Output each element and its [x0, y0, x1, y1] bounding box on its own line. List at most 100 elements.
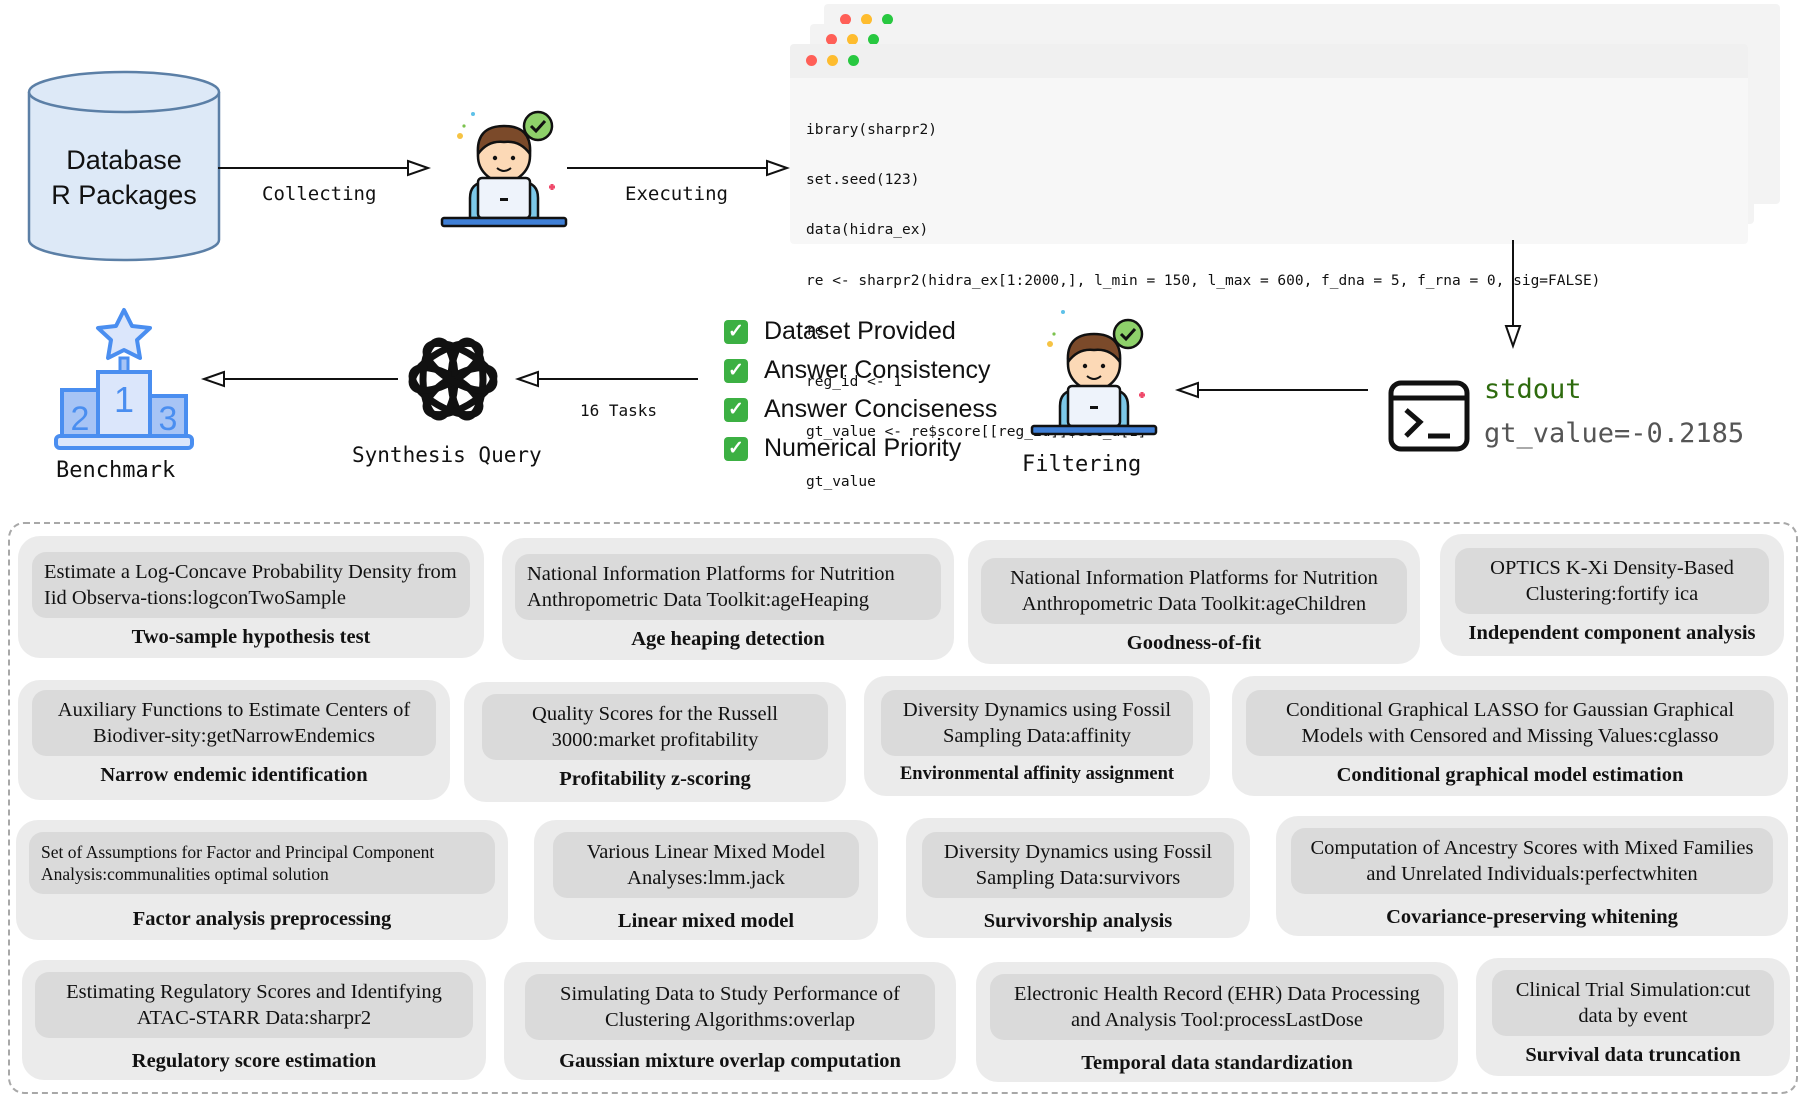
task-name: Temporal data standardization	[1081, 1052, 1353, 1074]
stdout-value: gt_value=-0.2185	[1484, 418, 1745, 449]
task-name: Gaussian mixture overlap computation	[559, 1050, 901, 1072]
package-name: Estimate a Log-Concave Probability Densi…	[32, 552, 470, 618]
criteria-checklist: ✓ Dataset Provided ✓ Answer Consistency ✓ A…	[724, 312, 997, 468]
person-at-laptop-icon	[1030, 310, 1158, 436]
package-name: Electronic Health Record (EHR) Data Proc…	[990, 974, 1444, 1040]
task-card: OPTICS K-Xi Density-Based Clustering:for…	[1440, 534, 1784, 656]
checkmark-icon: ✓	[724, 397, 748, 422]
code-line: ibrary(sharpr2)	[806, 121, 937, 138]
task-name: Factor analysis preprocessing	[132, 908, 392, 930]
code-window: ibrary(sharpr2) set.seed(123) data(hidra…	[790, 44, 1748, 490]
minimize-dot	[827, 55, 838, 66]
criteria-label: Numerical Priority	[764, 434, 962, 462]
task-card: Diversity Dynamics using Fossil Sampling…	[906, 818, 1250, 938]
benchmark-arrow	[222, 378, 398, 380]
podium-rank-2: 2	[71, 400, 90, 438]
task-name: Environmental affinity assignment	[899, 764, 1175, 784]
executing-label: Executing	[625, 183, 728, 205]
podium-rank-3: 3	[159, 400, 178, 438]
checkmark-icon: ✓	[724, 319, 748, 344]
task-card: Set of Assumptions for Factor and Princi…	[16, 820, 508, 940]
package-name: Simulating Data to Study Performance of …	[525, 974, 935, 1040]
arrowhead-right-icon	[766, 159, 791, 177]
task-card: National Information Platforms for Nutri…	[968, 540, 1420, 664]
task-card: Estimating Regulatory Scores and Identif…	[22, 960, 486, 1080]
minimize-dot	[847, 34, 858, 45]
criteria-item: ✓ Answer Consistency	[724, 351, 997, 390]
criteria-label: Dataset Provided	[764, 317, 956, 345]
code-line: reg_id <- 1	[806, 373, 903, 390]
minimize-dot	[861, 14, 872, 25]
task-card: Estimate a Log-Concave Probability Densi…	[18, 536, 484, 658]
task-name: Narrow endemic identification	[100, 764, 368, 786]
task-name: Regulatory score estimation	[131, 1050, 377, 1072]
executing-arrow	[567, 167, 767, 169]
arrowhead-left-icon	[200, 370, 225, 388]
database-label-line2: R Packages	[51, 180, 197, 210]
maximize-dot	[882, 14, 893, 25]
task-card: Diversity Dynamics using Fossil Sampling…	[864, 676, 1210, 796]
close-dot	[806, 55, 817, 66]
task-card: Quality Scores for the Russell 3000:mark…	[464, 682, 846, 802]
task-card: National Information Platforms for Nutri…	[502, 538, 954, 660]
database-cylinder-icon	[27, 70, 221, 262]
criteria-label: Answer Consistency	[764, 356, 991, 384]
criteria-item: ✓ Numerical Priority	[724, 429, 997, 468]
maximize-dot	[848, 55, 859, 66]
task-card: Simulating Data to Study Performance of …	[504, 962, 956, 1080]
llm-logo-icon	[408, 337, 498, 421]
task-card: Electronic Health Record (EHR) Data Proc…	[976, 962, 1458, 1082]
task-card: Various Linear Mixed Model Analyses:lmm.…	[534, 820, 878, 940]
package-name: OPTICS K-Xi Density-Based Clustering:for…	[1455, 548, 1769, 614]
criteria-label: Answer Conciseness	[764, 395, 998, 423]
collecting-label: Collecting	[262, 183, 377, 205]
output-arrow	[1512, 240, 1514, 326]
task-card: Computation of Ancestry Scores with Mixe…	[1276, 816, 1788, 936]
package-name: Auxiliary Functions to Estimate Centers …	[32, 690, 436, 756]
package-name: Computation of Ancestry Scores with Mixe…	[1291, 828, 1773, 894]
task-name: Age heaping detection	[631, 628, 825, 650]
maximize-dot	[868, 34, 879, 45]
criteria-item: ✓ Dataset Provided	[724, 312, 997, 351]
package-name: Quality Scores for the Russell 3000:mark…	[482, 694, 828, 760]
stdout-label: stdout	[1484, 374, 1582, 405]
package-name: Diversity Dynamics using Fossil Sampling…	[881, 690, 1193, 756]
code-line: data(hidra_ex)	[806, 222, 929, 239]
arrowhead-right-icon	[407, 159, 432, 177]
package-name: Conditional Graphical LASSO for Gaussian…	[1246, 690, 1774, 756]
code-block: ibrary(sharpr2) set.seed(123) data(hidra…	[806, 88, 1600, 525]
package-name: Various Linear Mixed Model Analyses:lmm.…	[553, 832, 859, 898]
checkmark-icon: ✓	[724, 358, 748, 383]
person-at-laptop-icon	[440, 110, 568, 228]
package-name: Diversity Dynamics using Fossil Sampling…	[922, 832, 1234, 898]
close-dot	[826, 34, 837, 45]
task-name: Goodness-of-fit	[1126, 632, 1262, 654]
package-name: Clinical Trial Simulation:cut data by ev…	[1492, 970, 1774, 1036]
filter-arrow	[1196, 389, 1368, 391]
arrowhead-left-icon	[1174, 381, 1199, 399]
task-name: Linear mixed model	[617, 910, 795, 932]
package-name: National Information Platforms for Nutri…	[981, 558, 1407, 624]
terminal-icon	[1388, 380, 1470, 452]
task-name: Covariance-preserving whitening	[1386, 906, 1678, 928]
task-card: Conditional Graphical LASSO for Gaussian…	[1232, 676, 1788, 796]
task-name: Two-sample hypothesis test	[131, 626, 371, 648]
code-line: re <- sharpr2(hidra_ex[1:2000,], l_min =…	[806, 272, 1601, 289]
podium-rank-1: 1	[114, 379, 134, 420]
task-name: Independent component analysis	[1468, 622, 1756, 644]
task-name: Survivorship analysis	[983, 910, 1173, 932]
task-card: Clinical Trial Simulation:cut data by ev…	[1476, 958, 1790, 1076]
benchmark-podium-icon: 2 1 3	[54, 308, 194, 450]
package-name: Set of Assumptions for Factor and Princi…	[29, 832, 495, 894]
package-name: Estimating Regulatory Scores and Identif…	[35, 972, 473, 1038]
synthesis-label: Synthesis Query	[352, 443, 542, 467]
tasks-panel	[8, 522, 1798, 1094]
tasks-count-label: 16 Tasks	[580, 401, 658, 420]
tasks-arrow	[536, 378, 698, 380]
code-line: set.seed(123)	[806, 171, 920, 188]
task-name: Conditional graphical model estimation	[1336, 764, 1684, 786]
close-dot	[840, 14, 851, 25]
code-line: re	[806, 323, 824, 340]
code-line: gt_value	[806, 474, 876, 491]
checkmark-icon: ✓	[724, 436, 748, 461]
